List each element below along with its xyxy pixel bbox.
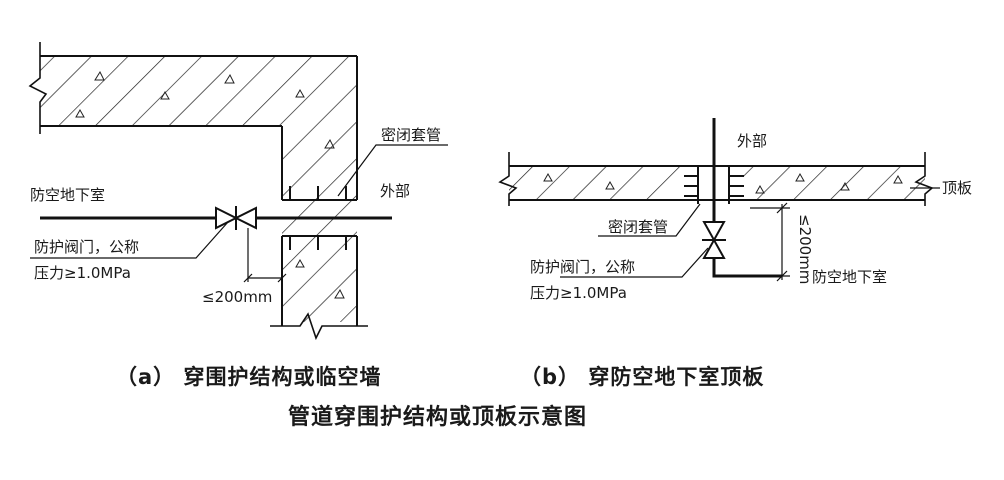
dimension-a [243, 228, 287, 283]
main-title: 管道穿围护结构或顶板示意图 [288, 404, 587, 430]
caption-a: （a） 穿围护结构或临空墙 [116, 365, 381, 389]
label-valve-b-line2: 压力≥1.0MPa [530, 284, 627, 302]
leader-sleeve-a [337, 144, 448, 197]
label-basement-b: 防空地下室 [812, 268, 887, 286]
label-dim-a: ≤200mm [202, 288, 272, 306]
diagram-a: 密闭套管 外部 防空地下室 防护阀门，公称 压力≥1.0MPa ≤200mm [28, 42, 448, 341]
label-outside-b: 外部 [737, 132, 767, 150]
leader-valve-b [560, 247, 709, 278]
label-valve-a-line1: 防护阀门，公称 [34, 238, 139, 256]
caption-b: （b） 穿防空地下室顶板 [520, 365, 764, 389]
protective-valve-b [702, 221, 726, 259]
leader-valve-a [30, 221, 229, 259]
label-roof-b: 顶板 [942, 179, 972, 197]
dimension-b [730, 202, 790, 282]
label-valve-a-line2: 压力≥1.0MPa [34, 264, 131, 282]
leader-sleeve-b [598, 203, 701, 237]
sealed-sleeve-b [684, 166, 744, 204]
label-valve-b-line1: 防护阀门，公称 [530, 258, 635, 276]
protective-valve-a [215, 206, 257, 230]
label-sealed-sleeve-a: 密闭套管 [381, 126, 441, 144]
sealed-sleeve-a [282, 186, 357, 250]
label-sealed-sleeve-b: 密闭套管 [608, 218, 668, 236]
diagram-b: 外部 顶板 密闭套管 防护阀门，公称 压力≥1.0MPa ≤200mm 防空地下… [498, 118, 972, 302]
label-outside-a: 外部 [380, 182, 410, 200]
label-basement-a: 防空地下室 [30, 186, 105, 204]
roof-slab-b [498, 152, 934, 206]
label-dim-b: ≤200mm [796, 214, 814, 284]
